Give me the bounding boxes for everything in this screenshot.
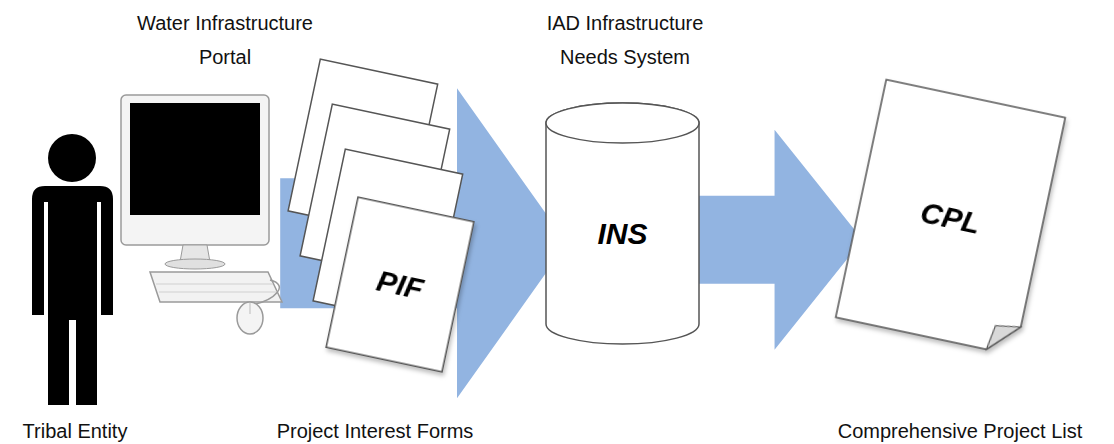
computer-icon [121,95,282,334]
database-cylinder: INS [545,103,700,345]
node-title: INS [597,217,647,251]
actor-label: Tribal Entity [0,414,150,444]
form-page: PIF [325,196,475,373]
person-icon [32,134,113,405]
system-label: IAD Infrastructure Needs System [520,6,730,74]
system-label: Water Infrastructure Portal [120,6,330,74]
document-page: CPL [835,78,1067,356]
artifact-label: Project Interest Forms [250,414,500,444]
artifact-label: Comprehensive Project List [815,414,1105,444]
